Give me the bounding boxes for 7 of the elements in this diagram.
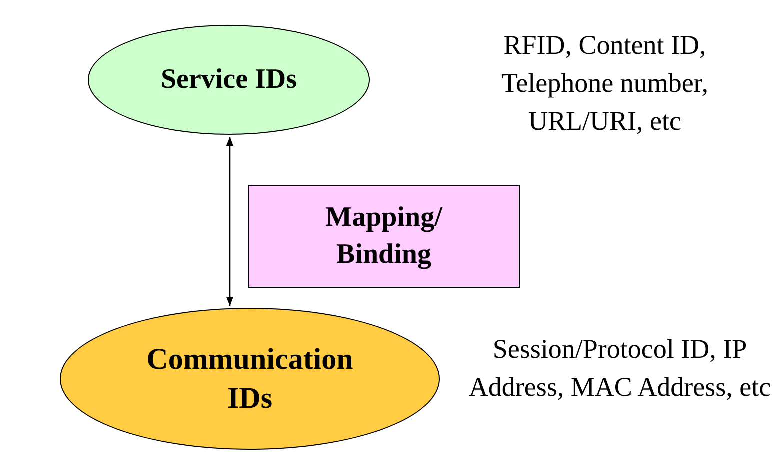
node-label: Communication IDs	[146, 342, 354, 417]
double-arrow	[226, 137, 234, 306]
id-examples-text: Session/Protocol ID, IP Address, MAC Address, etc	[468, 333, 772, 404]
id-examples-text: RFID, Content ID, Telephone number, URL/URI, etc	[500, 29, 710, 138]
rect-node	[248, 185, 520, 288]
node-label: Service IDs	[160, 62, 298, 97]
node-label: Mapping/ Binding	[324, 201, 444, 272]
